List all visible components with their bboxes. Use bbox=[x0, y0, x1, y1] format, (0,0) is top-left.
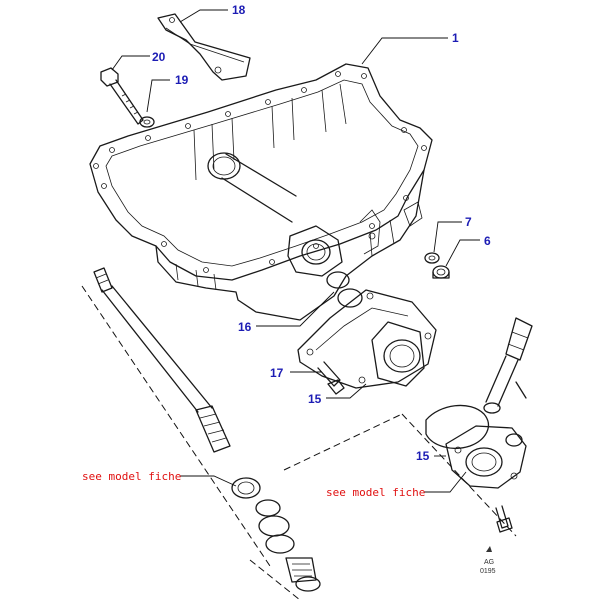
group-divider-line bbox=[81, 285, 271, 567]
callout-16: 16 bbox=[238, 320, 252, 334]
arrow-mark-icon bbox=[486, 546, 492, 552]
callout-7: 7 bbox=[465, 215, 472, 229]
callout-18: 18 bbox=[232, 3, 246, 17]
speedo-drive-part bbox=[483, 317, 533, 414]
bolt-part-17 bbox=[317, 361, 345, 395]
bearing-stack-part bbox=[231, 477, 321, 592]
drawing-code: AG 0195 bbox=[480, 546, 496, 575]
bolt-part-20 bbox=[100, 67, 144, 125]
output-housing-part-15-lower bbox=[425, 404, 527, 533]
callout-6: 6 bbox=[484, 234, 491, 248]
callout-17: 17 bbox=[270, 366, 284, 380]
see-model-fiche-note-right: see model fiche bbox=[326, 486, 425, 499]
drive-shaft-part bbox=[93, 267, 231, 453]
o-ring-part-16 bbox=[326, 271, 363, 308]
see-model-fiche-note-left: see model fiche bbox=[82, 470, 181, 483]
group-divider-line bbox=[249, 559, 301, 600]
group-divider-line bbox=[283, 413, 403, 471]
drawing-code-line1: AG bbox=[484, 559, 494, 566]
callout-labels: 1 18 20 19 7 6 16 17 15 15 bbox=[152, 3, 491, 463]
callout-20: 20 bbox=[152, 50, 166, 64]
group-divider-line bbox=[401, 413, 517, 537]
callout-1: 1 bbox=[452, 31, 459, 45]
callout-15-lower: 15 bbox=[416, 449, 430, 463]
callout-15-upper: 15 bbox=[308, 392, 322, 406]
output-housing-part-15-upper bbox=[297, 289, 437, 389]
callout-leaders bbox=[111, 9, 480, 493]
washer-part-19 bbox=[139, 116, 155, 128]
bracket-plate-part bbox=[157, 13, 251, 81]
oil-pan-part-1 bbox=[89, 63, 433, 321]
drain-washer-part-7 bbox=[424, 252, 440, 264]
drawing-code-line2: 0195 bbox=[480, 568, 496, 575]
drain-plug-part-6 bbox=[432, 265, 450, 279]
callout-19: 19 bbox=[175, 73, 189, 87]
